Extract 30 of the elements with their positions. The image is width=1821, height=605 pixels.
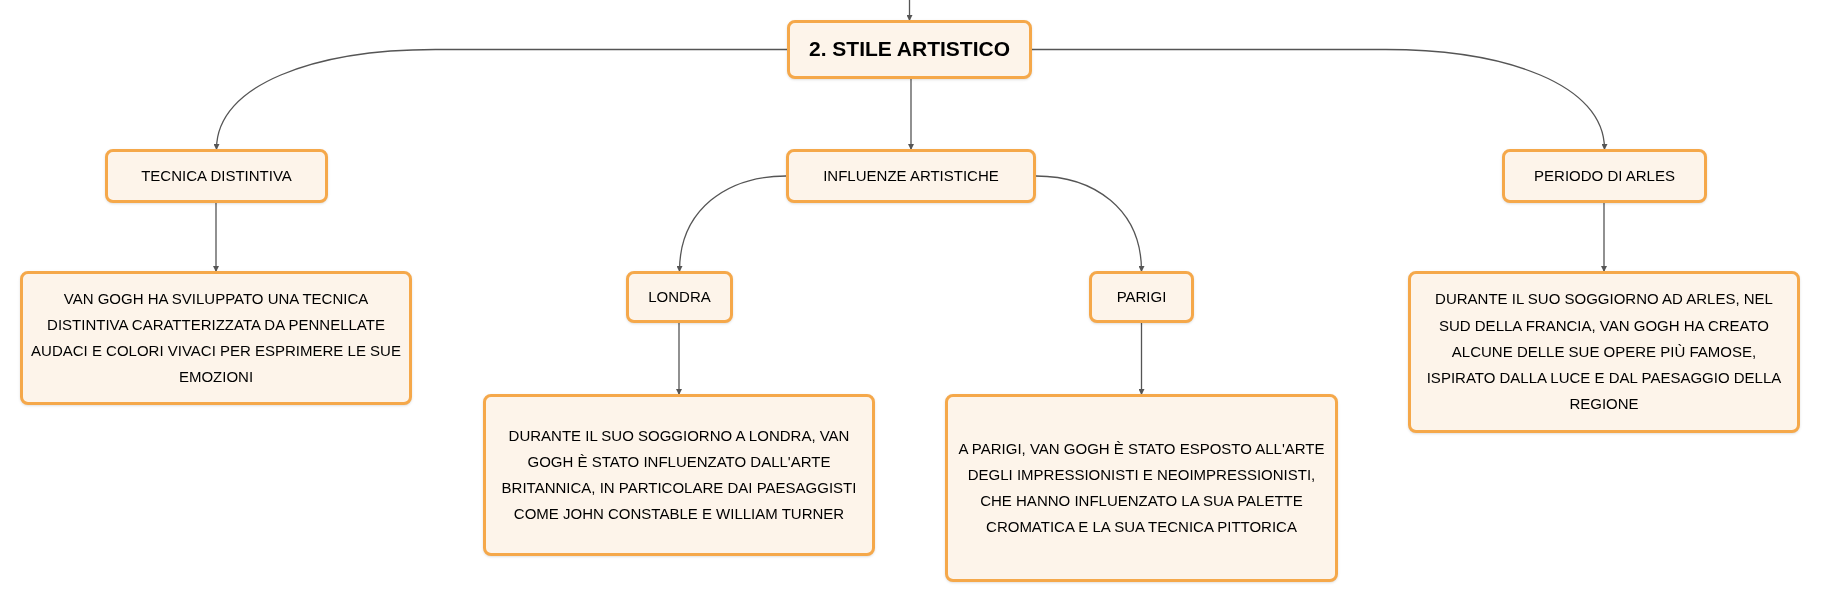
concept-text: A PARIGI, VAN GOGH È STATO ESPOSTO ALL'ARTE DEGLI IMPRESSIONISTI E NEOIMPRESSIONISTI, CHE HANNO INFLUENZATO LA SUA PALETTE CROMATICA E LA SUA TECNICA PITTORICA bbox=[957, 438, 1326, 538]
concept-box bbox=[105, 149, 328, 203]
connector-arrow bbox=[1138, 322, 1145, 395]
concept-box bbox=[20, 271, 412, 405]
connector-arrow bbox=[1035, 175, 1145, 272]
concept-text: DURANTE IL SUO SOGGIORNO AD ARLES, NEL SUD DELLA FRANCIA, VAN GOGH HA CREATO ALCUNE DELLE SUE OPERE PIÙ FAMOSE, ISPIRATO DALLA LUCE E DAL PAESAGGIO DELLA REGIONE bbox=[1425, 289, 1783, 415]
concept-text: DURANTE IL SUO SOGGIORNO A LONDRA, VAN GOGH È STATO INFLUENZATO DALL'ARTE BRITANNICA, IN PARTICOLARE DAI PAESAGGISTI COME JOHN CONSTABLE E WILLIAM TURNER bbox=[500, 425, 858, 525]
concept-box bbox=[1408, 271, 1800, 433]
concept-text: VAN GOGH HA SVILUPPATO UNA TECNICA DISTINTIVA CARATTERIZZATA DA PENNELLATE AUDACI E COLORI VIVACI PER ESPRIMERE LE SUE EMOZIONI bbox=[31, 288, 401, 388]
connector-arrow bbox=[1031, 48, 1607, 150]
concept-text: INFLUENZE ARTISTICHE bbox=[823, 165, 999, 186]
concept-box bbox=[483, 394, 875, 556]
connector-arrow bbox=[676, 175, 787, 272]
concept-box bbox=[626, 271, 733, 323]
concept-box bbox=[1089, 271, 1194, 323]
connector-arrow bbox=[676, 322, 682, 395]
connector-arrow bbox=[213, 202, 219, 272]
concept-box bbox=[786, 149, 1036, 203]
topic-box bbox=[787, 20, 1032, 79]
concept-text: PERIODO DI ARLES bbox=[1534, 165, 1675, 186]
concept-box bbox=[1502, 149, 1707, 203]
connector-arrow bbox=[908, 78, 914, 150]
concept-text: PARIGI bbox=[1116, 286, 1167, 307]
connector-arrow bbox=[906, 0, 913, 21]
concept-text: LONDRA bbox=[648, 286, 711, 307]
topic-title: 2. STILE ARTISTICO bbox=[808, 36, 1011, 63]
connector-arrow bbox=[1601, 202, 1607, 272]
concept-text: TECNICA DISTINTIVA bbox=[141, 165, 292, 186]
concept-box bbox=[945, 394, 1338, 582]
connector-arrow bbox=[214, 48, 788, 150]
